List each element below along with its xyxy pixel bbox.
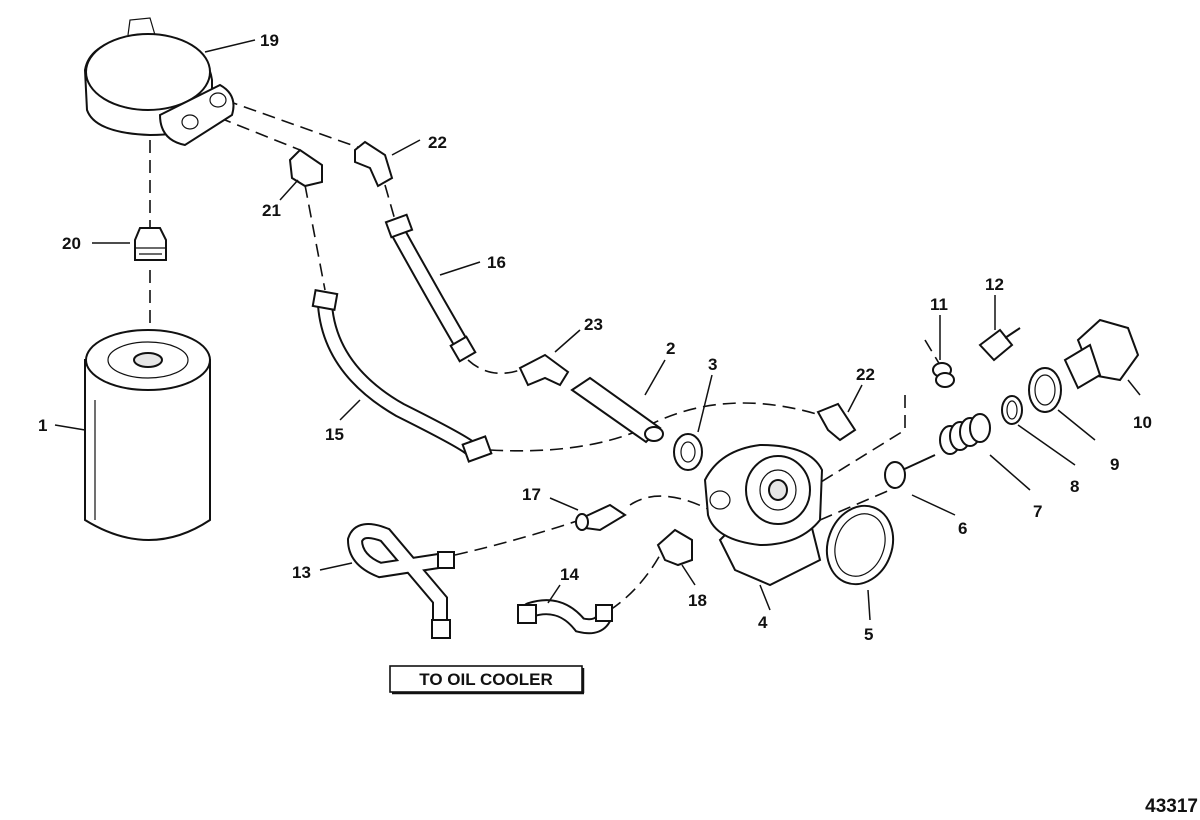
label-22-right: 22: [856, 365, 875, 384]
label-9: 9: [1110, 455, 1119, 474]
label-4: 4: [758, 613, 768, 632]
washer-9: [1028, 367, 1062, 413]
to-oil-cooler-callout: TO OIL COOLER: [389, 665, 585, 695]
washer-8: [1001, 395, 1023, 425]
label-14: 14: [560, 565, 579, 584]
label-12: 12: [985, 275, 1004, 294]
label-21: 21: [262, 201, 281, 220]
label-6: 6: [958, 519, 967, 538]
label-7: 7: [1033, 502, 1042, 521]
bypass-valve-6: [884, 454, 936, 489]
label-20: 20: [62, 234, 81, 253]
drain-plug-10: [1063, 318, 1140, 390]
filter-adapter-19: [83, 17, 235, 147]
leader-lines: [54, 39, 1141, 621]
label-15: 15: [325, 425, 344, 444]
label-5: 5: [864, 625, 873, 644]
hose-16: [384, 213, 477, 363]
elbow-fitting-21: [288, 148, 323, 188]
label-18: 18: [688, 591, 707, 610]
elbow-fitting-22-right: [816, 402, 857, 442]
spring-11: [932, 362, 955, 388]
elbow-fitting-23: [518, 353, 570, 387]
label-2: 2: [666, 339, 675, 358]
part-labels: 19 20 1 21 22 16 15 23 2 3 22 11 12 10 9…: [38, 31, 1152, 644]
label-17: 17: [522, 485, 541, 504]
o-ring-3: [673, 433, 703, 471]
gasket-5: [825, 504, 895, 586]
pressure-sender-12: [978, 327, 1021, 362]
adapter-fitting-2: [570, 376, 664, 444]
oil-filter-housing-4: [703, 443, 824, 587]
label-3: 3: [708, 355, 717, 374]
figure-number: 43317: [1145, 796, 1198, 817]
label-19: 19: [260, 31, 279, 50]
label-23: 23: [584, 315, 603, 334]
elbow-fitting-18: [656, 528, 693, 567]
callout-text: TO OIL COOLER: [419, 670, 553, 689]
label-11: 11: [930, 295, 948, 314]
tube-14: [517, 599, 613, 635]
label-13: 13: [292, 563, 311, 582]
label-16: 16: [487, 253, 506, 272]
spring-7: [939, 413, 991, 455]
hose-15: [311, 289, 493, 463]
threaded-nipple-20: [134, 227, 167, 261]
oil-filter-1: [84, 329, 211, 541]
label-1: 1: [38, 416, 47, 435]
label-8: 8: [1070, 477, 1079, 496]
tube-13: [346, 523, 455, 639]
label-10: 10: [1133, 413, 1152, 432]
elbow-fitting-22-top: [354, 140, 394, 188]
fitting-17: [575, 503, 627, 532]
label-22-top: 22: [428, 133, 447, 152]
